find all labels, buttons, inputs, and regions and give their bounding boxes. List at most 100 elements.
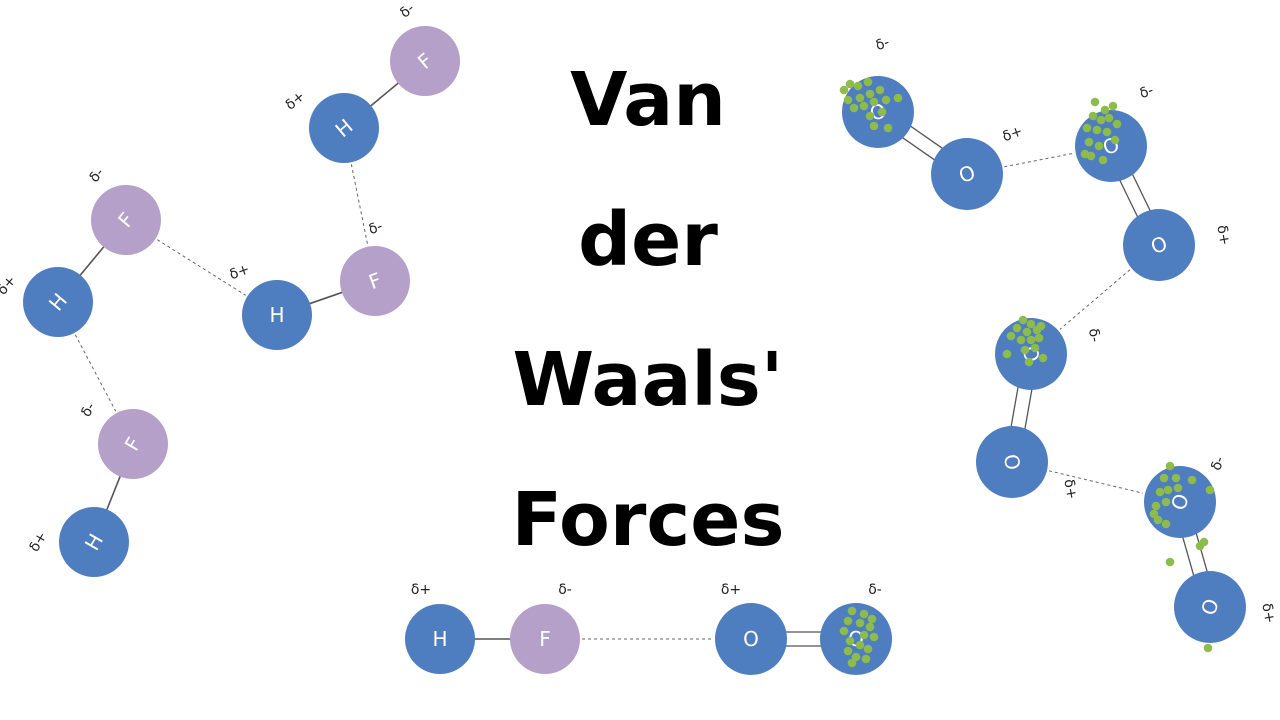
title-line-4: Forces (512, 477, 785, 563)
electron-dot (869, 632, 879, 642)
electron-dot (1171, 473, 1181, 483)
delta-minus-label: δ- (366, 218, 384, 238)
delta-minus-label: δ- (558, 582, 572, 598)
electron-dot (865, 111, 875, 121)
electron-dot (893, 93, 903, 103)
electron-dot (1094, 141, 1104, 151)
electron-dot (845, 636, 855, 646)
o2-middle-oxygen-b-symbol: O (999, 452, 1025, 472)
electron-dots (839, 77, 1215, 668)
van-der-waals-attraction (350, 164, 369, 245)
van-der-waals-attraction (1059, 269, 1131, 330)
double-bond-line (1010, 384, 1020, 430)
double-bond-line (1194, 530, 1209, 575)
o2-top-right-oxygen-b-atom (1123, 209, 1195, 281)
electron-dot (1104, 113, 1114, 123)
electron-dot (1161, 497, 1171, 507)
electron-dot (865, 89, 875, 99)
hf-middle-hydrogen-symbol: H (269, 303, 284, 327)
electron-dot (1098, 155, 1108, 165)
electron-dot (1082, 123, 1092, 133)
electron-dot (1112, 119, 1122, 129)
double-bond-line (1023, 386, 1033, 432)
electron-dot (1161, 519, 1171, 529)
electron-dot (1100, 105, 1110, 115)
o2-bottom-oxygen-b-symbol: O (1196, 595, 1224, 618)
delta-minus-label: δ- (1137, 82, 1155, 102)
electron-dot (1155, 487, 1165, 497)
electron-dot (1110, 135, 1120, 145)
electron-dot (839, 626, 849, 636)
electron-dot (865, 622, 875, 632)
bonds-and-attractions (74, 81, 1209, 647)
double-bond-line (907, 124, 946, 151)
hf-center-fluorine-atom (510, 604, 580, 674)
title: Van der Waals' Forces (512, 57, 785, 563)
electron-dot (1205, 485, 1215, 495)
double-bond-line (899, 135, 938, 162)
hf-middle-hydrogen-atom (242, 280, 312, 350)
o2-center-oxygen-a-atom (715, 603, 787, 675)
hf-bottom-hydrogen-atom (59, 507, 129, 577)
single-bond (105, 474, 122, 512)
electron-dot (859, 609, 869, 619)
electron-dot (847, 658, 857, 668)
hf-center-fluorine-symbol: F (539, 627, 551, 651)
electron-dot (863, 644, 873, 654)
electron-dot (859, 630, 869, 640)
title-line-3: Waals' (513, 337, 784, 423)
hf-top-hydrogen-atom (309, 93, 379, 163)
electron-dot (1090, 97, 1100, 107)
electron-dot (1199, 537, 1209, 547)
electron-dot (1108, 101, 1118, 111)
electron-dot (1012, 323, 1022, 333)
electron-dot (1102, 127, 1112, 137)
electron-dot (849, 103, 859, 113)
van-der-waals-attraction (74, 334, 117, 412)
hf-top-fluorine-atom (390, 26, 460, 96)
o2-top-right-oxygen-a-atom (1075, 110, 1147, 182)
electron-dot (863, 77, 873, 87)
electron-dot (1006, 331, 1016, 341)
electron-dot (1092, 125, 1102, 135)
electron-dot (1203, 643, 1213, 653)
delta-plus-label: δ+ (227, 261, 252, 283)
electron-dot (1187, 475, 1197, 485)
title-line-2: der (578, 197, 718, 283)
electron-dot (1149, 509, 1159, 519)
electron-dot (847, 606, 857, 616)
electron-dot (1096, 115, 1106, 125)
electron-dot (1026, 335, 1036, 345)
delta-minus-label: δ- (78, 400, 99, 420)
electron-dot (1018, 315, 1028, 325)
electron-dot (1088, 111, 1098, 121)
atoms: HFHFHFHFHFOOOOOOOOOO (23, 26, 1246, 675)
o2-center-oxygen-a-symbol: O (743, 627, 759, 651)
electron-dot (1036, 321, 1046, 331)
delta-plus-label: δ+ (1000, 123, 1025, 145)
electron-dot (843, 646, 853, 656)
delta-minus-label: δ- (397, 0, 418, 21)
o2-top-right-oxygen-b-symbol: O (1147, 231, 1170, 259)
electron-dot (855, 618, 865, 628)
hf-left-hydrogen-atom (23, 267, 93, 337)
hf-middle-fluorine-atom (340, 246, 410, 316)
electron-dot (845, 79, 855, 89)
electron-dot (1002, 349, 1012, 359)
hf-left-fluorine-atom (91, 185, 161, 255)
double-bond-line (1130, 171, 1152, 214)
electron-dot (855, 640, 865, 650)
double-bond-line (1118, 177, 1140, 220)
electron-dot (1151, 501, 1161, 511)
delta-plus-label: δ+ (411, 582, 431, 598)
delta-plus-label: δ+ (27, 529, 51, 555)
electron-dot (875, 85, 885, 95)
electron-dot (1038, 353, 1048, 363)
van-der-waals-attraction (1048, 470, 1144, 494)
delta-plus-label: δ+ (721, 582, 741, 598)
title-line-1: Van (570, 57, 726, 143)
electron-dot (839, 85, 849, 95)
electron-dot (1163, 485, 1173, 495)
